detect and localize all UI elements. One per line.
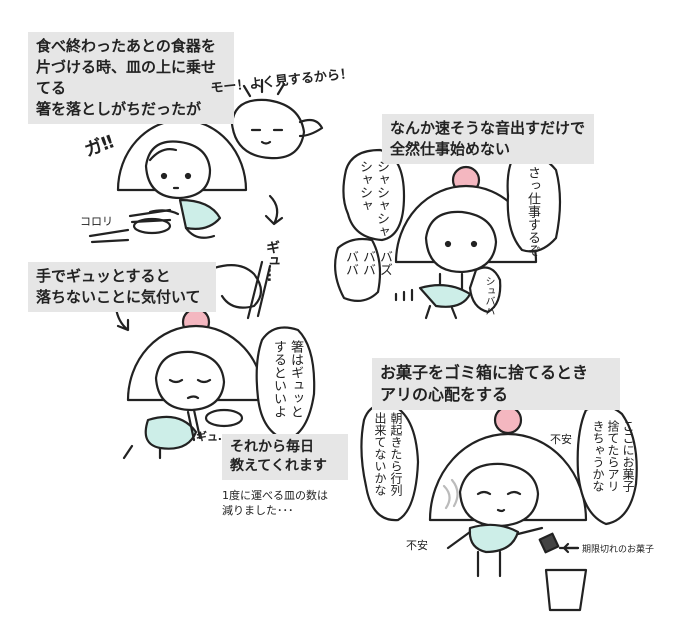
panel2-caption: なんか速そうな音出すだけで 全然仕事始めない [382, 114, 594, 164]
sfx-gyu-small: ギュ… [196, 430, 229, 443]
panel4-character [428, 405, 588, 612]
bubble-hashi [255, 326, 316, 442]
panel2-character [394, 165, 538, 320]
bubble-shigoto-text: さっ仕事するぞ [525, 166, 540, 257]
bubble-bazu [333, 237, 382, 303]
panel3-note: 1度に運べる皿の数は 減りました･･･ [222, 489, 328, 517]
bubble-shubaba-text: シュババ [483, 276, 494, 316]
label-anxiety-bottom: 不安 [406, 539, 428, 552]
label-anxiety-top: 不安 [550, 433, 572, 446]
panel3-character [122, 307, 266, 460]
ghost-character [230, 78, 324, 160]
arrow-label-sweets: 期限切れのお菓子 [582, 545, 655, 555]
bubble-shubaba [468, 266, 502, 314]
panel1-caption: 食べ終わったあとの食器を 片づける時、皿の上に乗せてる 箸を落としがちだったが [28, 32, 234, 124]
bubble-koko-text: ここにお菓子 捨てたらアリ きちゃうかな [591, 420, 635, 492]
bubble-shasha [342, 148, 406, 242]
panel3-caption: 手でギュッとすると 落ちないことに気付いて [28, 262, 216, 312]
bubble-shigoto [506, 153, 562, 253]
panel4-caption: お菓子をゴミ箱に捨てるとき アリの心配をする [372, 358, 620, 410]
bubble-hashi-text: 箸はギュッと するといいよ [271, 340, 303, 418]
hand-chopsticks [212, 260, 272, 320]
bubble-asaoki-text: 朝起きたら行列 出来てないかな [373, 412, 403, 496]
panel3-caption2: それから毎日 教えてくれます [222, 434, 348, 480]
sfx-korori: コロリ [80, 215, 113, 228]
bubble-koko [576, 404, 638, 526]
sfx-gyu: ギュ… [264, 240, 280, 282]
bubble-bazu-text: バズ ババ ババ [343, 250, 392, 276]
bubble-shasha-text: シャシャシャ シャシャ [357, 160, 389, 238]
